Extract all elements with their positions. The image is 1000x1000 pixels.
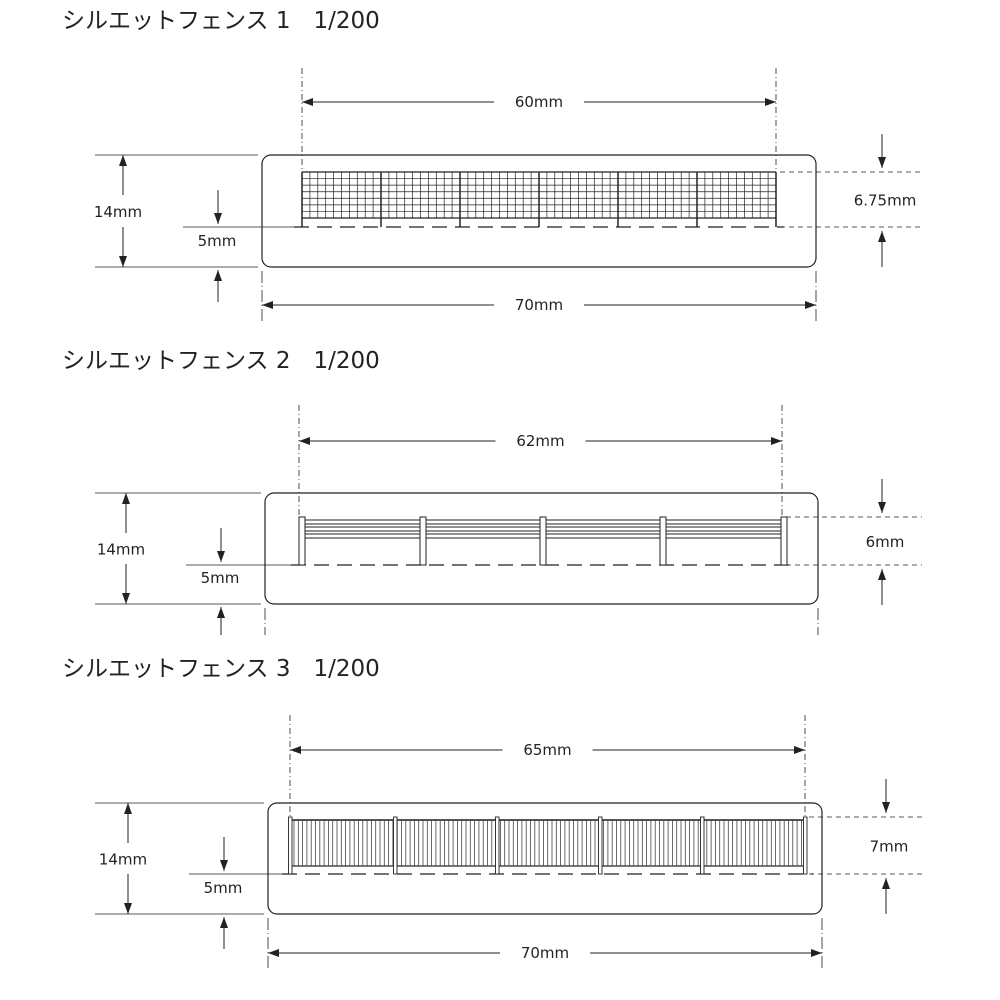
fence-length-dimension-arrow-right (794, 746, 805, 754)
base-offset-label: 5mm (204, 879, 243, 897)
fence-3-section: シルエットフェンス 3 1/200 65mm 70mm 14mm 5mm 7mm (62, 656, 926, 970)
fence-silhouette (288, 816, 808, 875)
base-length-dimension-label: 70mm (515, 296, 563, 314)
base-length-dimension-arrow-right (807, 640, 818, 648)
offset-arrow-up (220, 917, 228, 928)
fence-height-arrow-down (882, 802, 890, 813)
base-width-arrow-up (119, 155, 127, 166)
fence-post (700, 816, 705, 875)
fence-length-dimension-arrow-right (771, 437, 782, 445)
fence-length-dimension-arrow-left (302, 98, 313, 106)
base-offset-label: 5mm (198, 232, 237, 250)
fence-2-section: シルエットフェンス 2 1/200 62mm 70mm 14mm 5mm 6mm (62, 348, 922, 653)
base-board (261, 154, 817, 268)
offset-arrow-down (220, 860, 228, 871)
base-width-arrow-up (124, 803, 132, 814)
fence-post (803, 816, 808, 875)
fence-height-arrow-up (878, 231, 886, 242)
base-length-dimension-arrow-right (811, 949, 822, 957)
fence-post (495, 816, 500, 875)
offset-arrow-up (217, 607, 225, 618)
fence-1-section: シルエットフェンス 1 1/200 60mm 70mm 14mm 5mm 6.75mm (62, 8, 922, 322)
fence-height-arrow-down (878, 502, 886, 513)
offset-arrow-up (214, 270, 222, 281)
fence-post (419, 516, 427, 566)
fence-height-label: 7mm (870, 838, 909, 856)
base-board (267, 802, 823, 915)
fence-post (659, 516, 667, 566)
base-width-label: 14mm (99, 851, 147, 869)
base-length-dimension-arrow-left (268, 949, 279, 957)
base-length-dimension-arrow-left (262, 301, 273, 309)
base-length-dimension-label: 70mm (517, 635, 565, 653)
base-length-dimension-arrow-left (265, 640, 276, 648)
base-length-dimension-arrow-right (805, 301, 816, 309)
section-title: シルエットフェンス 3 1/200 (62, 656, 380, 682)
fence-length-dimension-label: 62mm (516, 432, 564, 450)
section-title: シルエットフェンス 1 1/200 (62, 8, 380, 34)
fence-height-arrow-up (882, 878, 890, 889)
fence-height-arrow-down (878, 157, 886, 168)
fence-post (393, 816, 398, 875)
fence-length-dimension-arrow-left (290, 746, 301, 754)
fence-length-dimension-label: 60mm (515, 93, 563, 111)
base-width-label: 14mm (94, 203, 142, 221)
fence-height-label: 6.75mm (854, 192, 917, 210)
base-width-arrow-down (124, 903, 132, 914)
fence-silhouette (298, 516, 788, 566)
section-title: シルエットフェンス 2 1/200 (62, 348, 380, 374)
base-width-arrow-up (122, 493, 130, 504)
fence-length-dimension-arrow-left (299, 437, 310, 445)
fence-height-arrow-up (878, 569, 886, 580)
fence-silhouette (301, 171, 777, 227)
fence-post (539, 516, 547, 566)
fence-post (598, 816, 603, 875)
offset-arrow-down (214, 213, 222, 224)
base-width-label: 14mm (97, 541, 145, 559)
fence-post (780, 516, 788, 566)
fence-length-dimension-arrow-right (765, 98, 776, 106)
fence-height-label: 6mm (866, 533, 905, 551)
base-offset-label: 5mm (201, 569, 240, 587)
base-width-arrow-down (122, 593, 130, 604)
base-width-arrow-down (119, 256, 127, 267)
fence-post (298, 516, 306, 566)
base-length-dimension-label: 70mm (521, 944, 569, 962)
base-board (264, 492, 819, 605)
fence-post (288, 816, 293, 875)
fence-length-dimension-label: 65mm (523, 741, 571, 759)
offset-arrow-down (217, 551, 225, 562)
